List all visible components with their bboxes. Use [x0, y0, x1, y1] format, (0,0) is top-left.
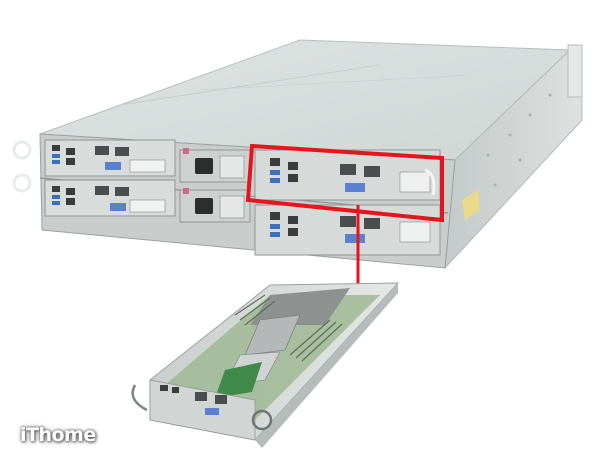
node-upper-right: [254, 149, 441, 201]
power-supply-upper: [179, 148, 251, 183]
power-supply-lower: [179, 188, 251, 223]
highlight-marker: [245, 143, 444, 290]
node-lower-left: [44, 179, 176, 217]
node-lower-right: [254, 204, 441, 256]
node-upper-left: [44, 139, 176, 177]
watermark-logo: iThome: [20, 424, 96, 446]
node-tray: [131, 282, 400, 448]
